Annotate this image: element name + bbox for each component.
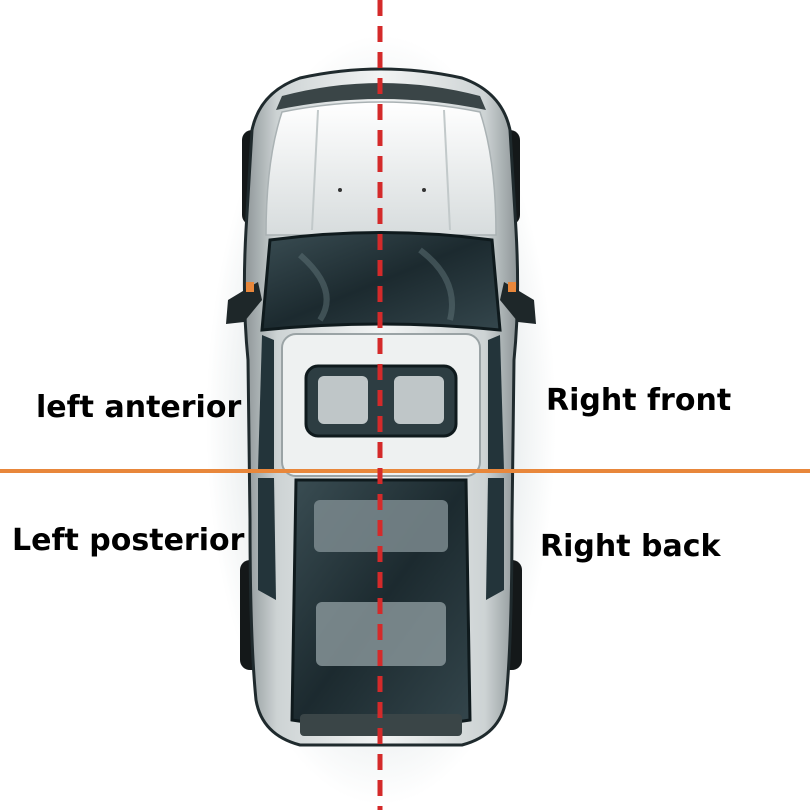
label-right-front: Right front <box>546 383 732 418</box>
side-window-front-right <box>488 335 504 470</box>
label-left-posterior: Left posterior <box>12 523 245 558</box>
front-seat-right <box>394 376 444 424</box>
windshield-reflection <box>298 247 455 322</box>
washer-jet-right <box>422 188 426 192</box>
car-top-view <box>226 67 536 747</box>
hood-crease-left <box>311 109 319 231</box>
side-window-front-left <box>258 335 274 470</box>
mirror-right <box>500 282 536 324</box>
hood-crease-right <box>443 109 451 231</box>
washer-jet-left <box>338 188 342 192</box>
mirror-indicator-right <box>508 282 516 292</box>
mirror-left <box>226 282 262 324</box>
mirror-indicator-left <box>246 282 254 292</box>
front-bumper <box>276 83 486 110</box>
rear-bumper <box>300 714 462 736</box>
windshield <box>260 231 502 332</box>
label-right-back: Right back <box>540 529 721 564</box>
front-seat-left <box>318 376 368 424</box>
label-left-anterior: left anterior <box>36 390 242 425</box>
side-window-rear-right <box>486 478 504 600</box>
side-window-rear-left <box>258 478 276 600</box>
